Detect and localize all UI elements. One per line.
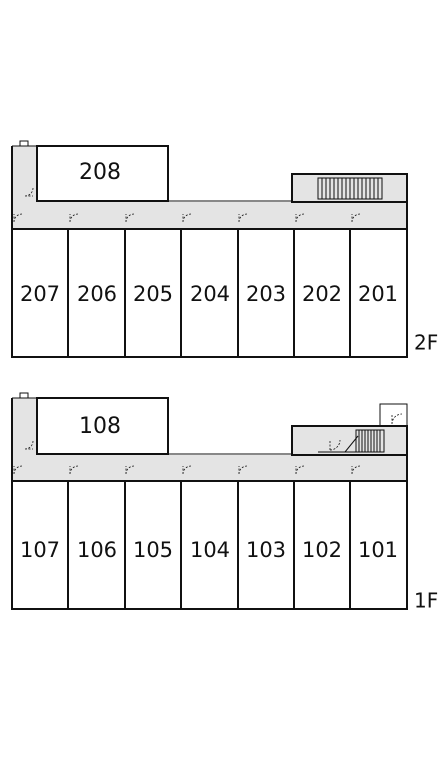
unit-label-105: 105 bbox=[133, 538, 173, 562]
unit-208 bbox=[36, 145, 169, 202]
floor-1f: 108 107 106 105 104 103 102 101 1F bbox=[11, 392, 438, 613]
unit-label-103: 103 bbox=[246, 538, 286, 562]
unit-label-101: 101 bbox=[358, 538, 398, 562]
unit-108 bbox=[36, 397, 169, 455]
unit-row-2f bbox=[11, 228, 408, 358]
corridor-2f bbox=[12, 146, 407, 229]
floor-label-1f: 1F bbox=[414, 589, 438, 613]
entry-box-1f bbox=[379, 403, 408, 427]
unit-label-107: 107 bbox=[20, 538, 60, 562]
unit-label-108: 108 bbox=[79, 414, 121, 439]
unit-label-207: 207 bbox=[20, 282, 60, 306]
stairs-1f bbox=[355, 429, 385, 453]
unit-label-202: 202 bbox=[302, 282, 342, 306]
floor-2f: 208 207 206 205 204 203 202 201 2F bbox=[11, 140, 438, 358]
unit-label-102: 102 bbox=[302, 538, 342, 562]
unit-row-1f bbox=[11, 480, 408, 610]
corridor-1f bbox=[12, 398, 407, 481]
unit-label-208: 208 bbox=[79, 160, 121, 185]
unit-label-204: 204 bbox=[190, 282, 230, 306]
unit-label-203: 203 bbox=[246, 282, 286, 306]
unit-label-104: 104 bbox=[190, 538, 230, 562]
unit-label-201: 201 bbox=[358, 282, 398, 306]
unit-label-205: 205 bbox=[133, 282, 173, 306]
unit-label-106: 106 bbox=[77, 538, 117, 562]
floor-label-2f: 2F bbox=[414, 331, 438, 355]
unit-label-206: 206 bbox=[77, 282, 117, 306]
